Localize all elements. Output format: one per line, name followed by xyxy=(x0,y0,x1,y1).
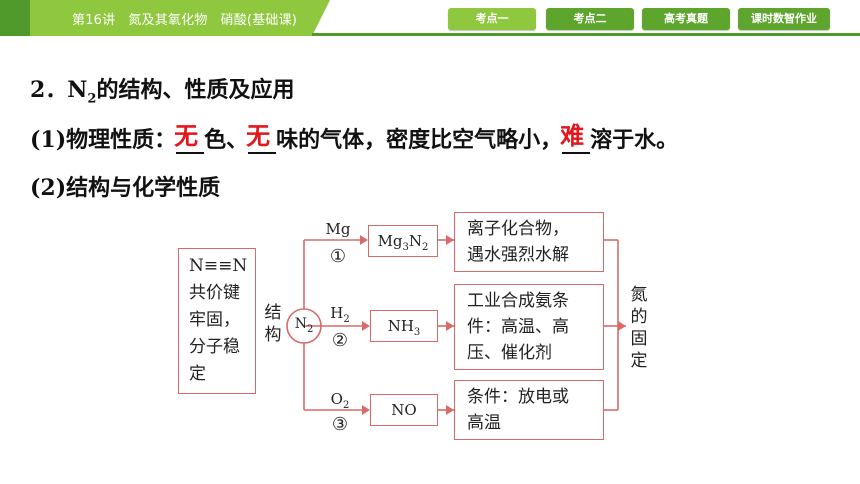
physical-label: (1)物理性质： xyxy=(30,127,177,153)
structure-line-3: 牢固， xyxy=(189,310,240,330)
course-title: 第16讲 氮及其氧化物 硝酸(基础课) xyxy=(72,13,298,28)
fixation-char-2: 的 xyxy=(630,307,648,327)
mg3n2-sub-1: 3 xyxy=(402,242,409,253)
physical-text-4: 溶于水。 xyxy=(590,127,679,153)
nh3-sub: 3 xyxy=(413,327,421,338)
heading-suffix: 的结构、性质及应用 xyxy=(96,77,295,103)
blank-solubility: 难 xyxy=(560,121,591,154)
step-2: ② xyxy=(331,330,349,351)
reagent-o2: O2 xyxy=(318,390,362,411)
triple-bond-text: N≡≡N xyxy=(189,256,248,276)
structure-line-4: 分子稳 xyxy=(189,337,240,357)
reagent-o2-sub: 2 xyxy=(342,400,350,411)
desc-no-line-2: 高温 xyxy=(467,413,501,433)
tab-gaokao[interactable]: 高考真题 xyxy=(642,8,730,30)
structure-label: 结 构 xyxy=(262,302,284,346)
desc-nh3-line-1: 工业合成氨条 xyxy=(467,291,569,311)
product-no: NO xyxy=(370,394,438,426)
heading-prefix: 2．N xyxy=(30,77,88,103)
no-main: NO xyxy=(391,401,417,419)
reagent-h2: H2 xyxy=(318,304,362,325)
blank-odor: 无 xyxy=(246,121,277,154)
reagent-o2-main: O xyxy=(330,390,343,408)
tab-homework[interactable]: 课时数智作业 xyxy=(738,8,830,30)
product-nh3: NH3 xyxy=(370,310,438,342)
product-mg3n2: Mg3N2 xyxy=(368,225,438,257)
desc-mg3n2: 离子化合物， 遇水强烈水解 xyxy=(454,212,604,272)
structure-label-char-2: 构 xyxy=(264,325,282,345)
mg3n2-part-2: N xyxy=(408,232,423,250)
desc-no: 条件：放电或 高温 xyxy=(454,380,604,440)
heading-subscript: 2 xyxy=(87,91,97,107)
answer-odor: 无 xyxy=(246,121,271,150)
n2-center-label: N2 xyxy=(288,316,320,335)
n2-main: N xyxy=(294,316,307,332)
structure-heading: (2)结构与化学性质 xyxy=(30,175,221,201)
mg3n2-part-1: Mg xyxy=(377,232,403,250)
desc-mg3n2-line-1: 离子化合物， xyxy=(467,219,569,239)
reagent-mg: Mg xyxy=(316,220,360,238)
physical-text-2: 色、 xyxy=(204,127,249,153)
desc-nh3-line-3: 压、催化剂 xyxy=(467,343,552,363)
n2-sub: 2 xyxy=(306,323,314,335)
reagent-h2-main: H xyxy=(330,304,344,322)
nh3-main: NH xyxy=(387,317,414,335)
reagent-mg-text: Mg xyxy=(325,220,351,238)
tab-kaodian-1[interactable]: 考点一 xyxy=(448,8,536,30)
tab-kaodian-2[interactable]: 考点二 xyxy=(546,8,634,30)
desc-mg3n2-line-2: 遇水强烈水解 xyxy=(467,245,569,265)
structure-label-char-1: 结 xyxy=(264,303,282,323)
fixation-char-1: 氮 xyxy=(630,285,648,305)
mg3n2-sub-2: 2 xyxy=(422,242,429,253)
physical-properties-line: (1)物理性质：无色、无味的气体，密度比空气略小，难溶于水。 xyxy=(30,121,679,154)
n2-structure-box: N≡≡N 共价键 牢固， 分子稳 定 xyxy=(178,248,256,394)
structure-line-5: 定 xyxy=(189,364,206,384)
answer-solubility: 难 xyxy=(560,121,585,150)
desc-nh3-line-2: 件：高温、高 xyxy=(467,317,569,337)
structure-line-2: 共价键 xyxy=(189,283,240,303)
nitrogen-fixation-label: 氮 的 固 定 xyxy=(628,284,650,372)
reagent-h2-sub: 2 xyxy=(343,314,350,325)
step-1: ① xyxy=(329,246,347,267)
desc-nh3: 工业合成氨条 件：高温、高 压、催化剂 xyxy=(454,284,604,370)
fixation-char-4: 定 xyxy=(630,351,648,371)
top-bar: 第16讲 氮及其氧化物 硝酸(基础课) 考点一 考点二 高考真题 课时数智作业 xyxy=(0,0,860,36)
blank-color: 无 xyxy=(174,121,205,154)
step-3: ③ xyxy=(331,414,349,435)
answer-color: 无 xyxy=(174,121,199,150)
physical-text-3: 味的气体，密度比空气略小， xyxy=(276,127,563,153)
desc-no-line-1: 条件：放电或 xyxy=(467,387,569,407)
fixation-char-3: 固 xyxy=(630,329,648,349)
section-heading: 2．N2的结构、性质及应用 xyxy=(30,72,294,106)
